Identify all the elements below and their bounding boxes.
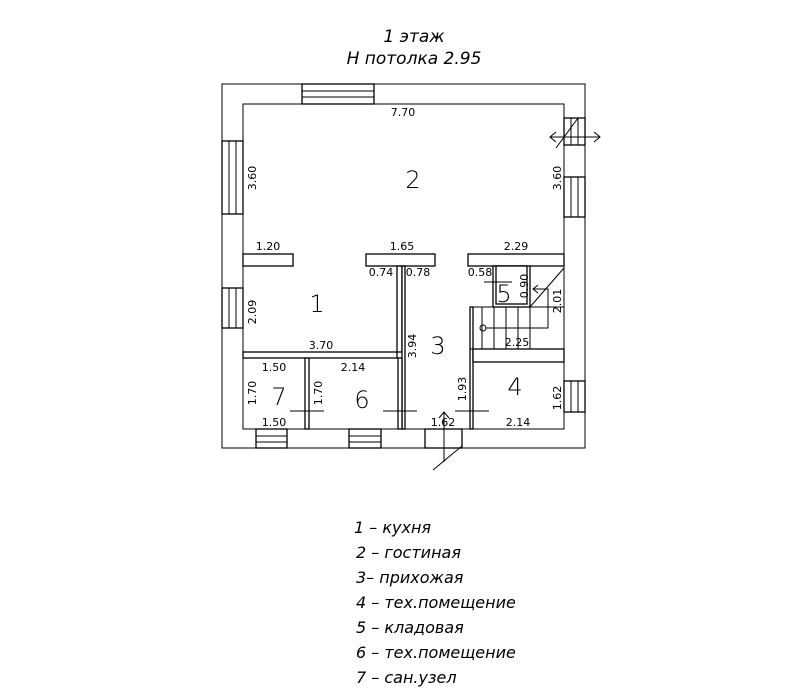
svg-text:2.01: 2.01 bbox=[551, 289, 564, 314]
svg-text:1.20: 1.20 bbox=[256, 240, 281, 253]
svg-text:1.62: 1.62 bbox=[431, 416, 456, 429]
plan-title: 1 этаж bbox=[383, 27, 445, 47]
svg-text:1.93: 1.93 bbox=[456, 377, 469, 402]
room-6-label: 6 bbox=[354, 386, 369, 414]
room-1-label: 1 bbox=[309, 290, 324, 318]
partitions bbox=[242, 253, 565, 430]
svg-text:1.70: 1.70 bbox=[246, 381, 259, 406]
windows bbox=[221, 83, 586, 449]
ceiling-height: Н потолка 2.95 bbox=[347, 49, 482, 69]
stairs bbox=[469, 284, 565, 350]
svg-text:1.50: 1.50 bbox=[262, 416, 287, 429]
svg-text:3.60: 3.60 bbox=[246, 166, 259, 191]
room-4-label: 4 bbox=[507, 373, 522, 401]
svg-text:2.09: 2.09 bbox=[246, 300, 259, 325]
svg-text:1.70: 1.70 bbox=[312, 381, 325, 406]
room-3-label: 3 bbox=[430, 332, 445, 360]
svg-text:3.70: 3.70 bbox=[309, 339, 334, 352]
door-marks bbox=[290, 281, 512, 412]
room-2-label: 2 bbox=[405, 166, 420, 194]
svg-text:3.94: 3.94 bbox=[406, 334, 419, 359]
svg-text:1.62: 1.62 bbox=[551, 386, 564, 411]
legend-item: 1 – кухня bbox=[354, 518, 431, 537]
svg-text:1.65: 1.65 bbox=[390, 240, 415, 253]
svg-text:7.70: 7.70 bbox=[391, 106, 416, 119]
legend-item: 7 – сан.узел bbox=[356, 668, 457, 687]
svg-text:0.90: 0.90 bbox=[518, 274, 531, 299]
room-7-label: 7 bbox=[271, 383, 286, 411]
svg-text:2.29: 2.29 bbox=[504, 240, 529, 253]
legend-item: 3– прихожая bbox=[356, 568, 464, 587]
svg-text:2.14: 2.14 bbox=[341, 361, 366, 374]
legend-item: 4 – тех.помещение bbox=[356, 593, 516, 612]
svg-text:0.58: 0.58 bbox=[468, 266, 493, 279]
svg-text:2.25: 2.25 bbox=[505, 336, 530, 349]
legend-item: 6 – тех.помещение bbox=[356, 643, 516, 662]
legend: 1 – кухня 2 – гостиная 3– прихожая 4 – т… bbox=[354, 518, 516, 687]
door-arrows bbox=[432, 117, 601, 471]
svg-text:0.74: 0.74 bbox=[369, 266, 394, 279]
legend-item: 2 – гостиная bbox=[356, 543, 461, 562]
svg-text:0.78: 0.78 bbox=[406, 266, 431, 279]
dimensions: 7.70 3.60 3.60 1.20 1.65 2.29 0.74 0.78 … bbox=[246, 106, 564, 429]
room-5-label: 5 bbox=[496, 280, 511, 308]
legend-item: 5 – кладовая bbox=[356, 618, 464, 637]
svg-text:2.14: 2.14 bbox=[506, 416, 531, 429]
svg-text:1.50: 1.50 bbox=[262, 361, 287, 374]
svg-text:3.60: 3.60 bbox=[551, 166, 564, 191]
